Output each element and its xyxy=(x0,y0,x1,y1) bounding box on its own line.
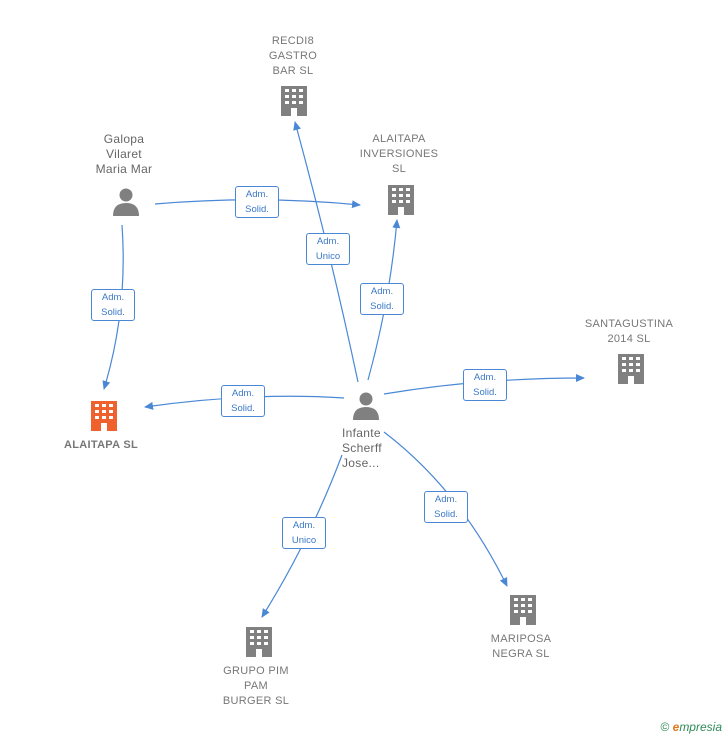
node-label-alaitapa[interactable]: ALAITAPA SL xyxy=(64,439,138,451)
edge-label-infante-mariposa: Adm. Solid. xyxy=(424,491,468,523)
empresia-logo-initial: e xyxy=(672,720,680,734)
node-label-infante[interactable]: Infante Scherff Jose... xyxy=(342,426,382,470)
edge-label-infante-grupo-pim: Adm. Unico xyxy=(282,517,326,549)
empresia-logo-text: mpresia xyxy=(679,720,722,734)
edge-label-infante-alaitapa: Adm. Solid. xyxy=(221,385,265,417)
person-icon[interactable] xyxy=(111,186,141,216)
building-icon[interactable] xyxy=(244,625,274,659)
node-label-grupo-pim[interactable]: GRUPO PIM PAM BURGER SL xyxy=(222,665,290,707)
building-icon[interactable] xyxy=(279,84,309,118)
edge-label-galopa-alaitapa: Adm. Solid. xyxy=(91,289,135,321)
building-icon[interactable] xyxy=(616,352,646,386)
person-icon[interactable] xyxy=(351,390,381,420)
node-label-recdi8[interactable]: RECDI8 GASTRO BAR SL xyxy=(268,35,318,77)
edge-label-infante-santagustina: Adm. Solid. xyxy=(463,369,507,401)
edge-label-galopa-alaitapa-inversiones: Adm. Solid. xyxy=(235,186,279,218)
node-label-mariposa[interactable]: MARIPOSA NEGRA SL xyxy=(490,633,552,660)
copyright-symbol: © xyxy=(660,720,670,734)
building-icon[interactable] xyxy=(508,593,538,627)
node-label-galopa[interactable]: Galopa Vilaret Maria Mar xyxy=(95,132,153,176)
node-label-alaitapa-inversiones[interactable]: ALAITAPA INVERSIONES SL xyxy=(359,133,439,175)
edge-label-infante-alaitapa-inversiones: Adm. Solid. xyxy=(360,283,404,315)
building-icon-focus[interactable] xyxy=(89,399,119,433)
node-label-santagustina[interactable]: SANTAGUSTINA 2014 SL xyxy=(584,318,674,345)
building-icon[interactable] xyxy=(386,183,416,217)
empresia-footer: © empresia xyxy=(660,720,722,734)
edge-label-infante-recdi8: Adm. Unico xyxy=(306,233,350,265)
